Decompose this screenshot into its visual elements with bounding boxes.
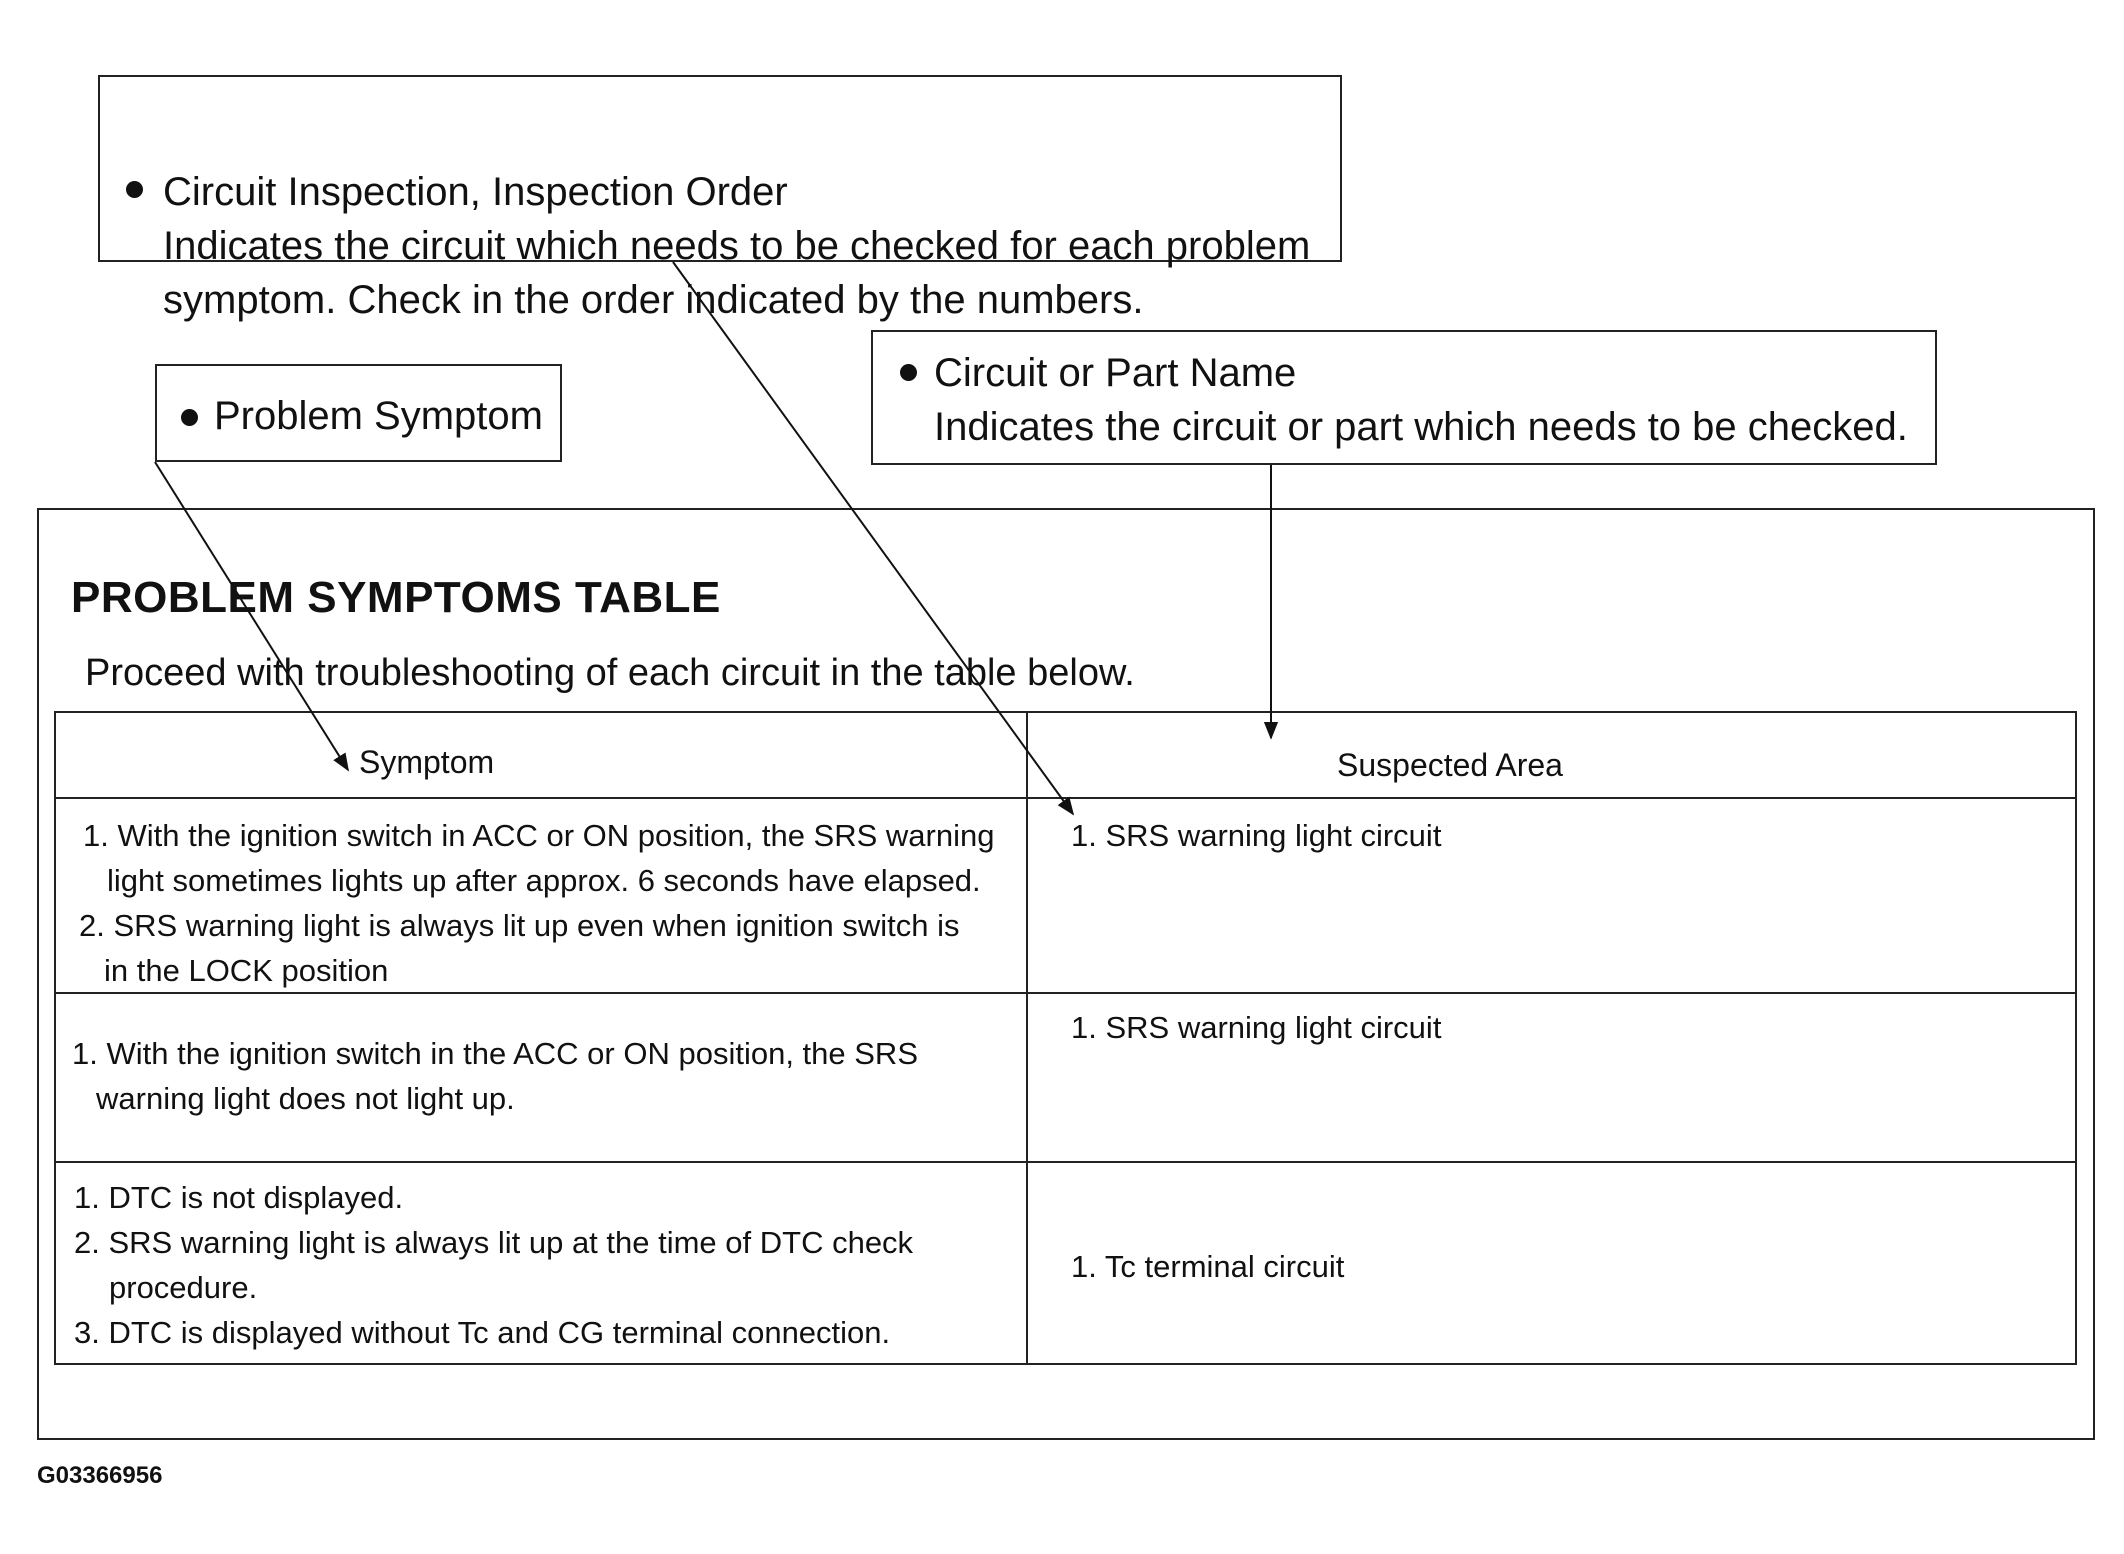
- table-row-1-symptom: 1. With the ignition switch in ACC or ON…: [79, 813, 995, 993]
- symptom-line: 1. DTC is not displayed.: [74, 1180, 404, 1215]
- callout-line: symptom. Check in the order indicated by…: [163, 278, 1144, 322]
- symptom-line: light sometimes lights up after approx. …: [107, 863, 981, 898]
- table-frame: [37, 508, 2095, 1440]
- problem-symptoms-table: Symptom Suspected Area 1. With the ignit…: [54, 711, 2077, 1365]
- arrow-inspection-order: [672, 261, 1075, 816]
- symptom-line: in the LOCK position: [104, 953, 389, 988]
- column-divider: [1026, 713, 1028, 1363]
- callout-title: Problem Symptom: [214, 394, 543, 438]
- callout-inspection-order: Circuit Inspection, Inspection Order Ind…: [98, 75, 1342, 322]
- arrow-problem-symptom: [154, 461, 349, 772]
- callout-line: Indicates the circuit or part which need…: [934, 405, 1908, 449]
- header-symptom: Symptom: [359, 744, 495, 780]
- header-suspected-area: Suspected Area: [1337, 747, 1563, 783]
- symptom-line: warning light does not light up.: [96, 1081, 515, 1116]
- callout-part-name: Circuit or Part Name Indicates the circu…: [871, 330, 1937, 465]
- table-row-3-area: 1. Tc terminal circuit: [1071, 1249, 1345, 1284]
- symptom-line: 1. With the ignition switch in ACC or ON…: [83, 818, 995, 853]
- callout-description: Indicates the circuit or part which need…: [934, 400, 1908, 454]
- table-row-2-area: 1. SRS warning light circuit: [1071, 1010, 1442, 1045]
- row-divider: [56, 1161, 2075, 1163]
- symptom-line: procedure.: [109, 1270, 258, 1305]
- symptom-line: 3. DTC is displayed without Tc and CG te…: [74, 1315, 891, 1350]
- table-row-1-area: 1. SRS warning light circuit: [1071, 818, 1442, 853]
- row-divider: [56, 992, 2075, 994]
- symptom-line: 1. With the ignition switch in the ACC o…: [72, 1036, 918, 1071]
- callout-problem-symptom: Problem Symptom: [155, 364, 562, 462]
- callout-title: Circuit Inspection, Inspection Order: [163, 170, 788, 214]
- callout-title: Circuit or Part Name: [934, 351, 1297, 395]
- symptom-line: 2. SRS warning light is always lit up ev…: [79, 908, 960, 943]
- table-row-3-symptom: 1. DTC is not displayed. 2. SRS warning …: [74, 1175, 913, 1355]
- callout-description: Indicates the circuit which needs to be …: [163, 219, 1310, 327]
- table-row-2-symptom: 1. With the ignition switch in the ACC o…: [72, 1031, 918, 1121]
- figure-id: G03366956: [37, 1462, 163, 1489]
- symptom-line: 2. SRS warning light is always lit up at…: [74, 1225, 914, 1260]
- bullet-icon: [126, 181, 143, 198]
- callout-line: Indicates the circuit which needs to be …: [163, 224, 1311, 268]
- bullet-icon: [900, 364, 917, 381]
- bullet-icon: [181, 409, 198, 426]
- table-title: PROBLEM SYMPTOMS TABLE: [71, 573, 721, 622]
